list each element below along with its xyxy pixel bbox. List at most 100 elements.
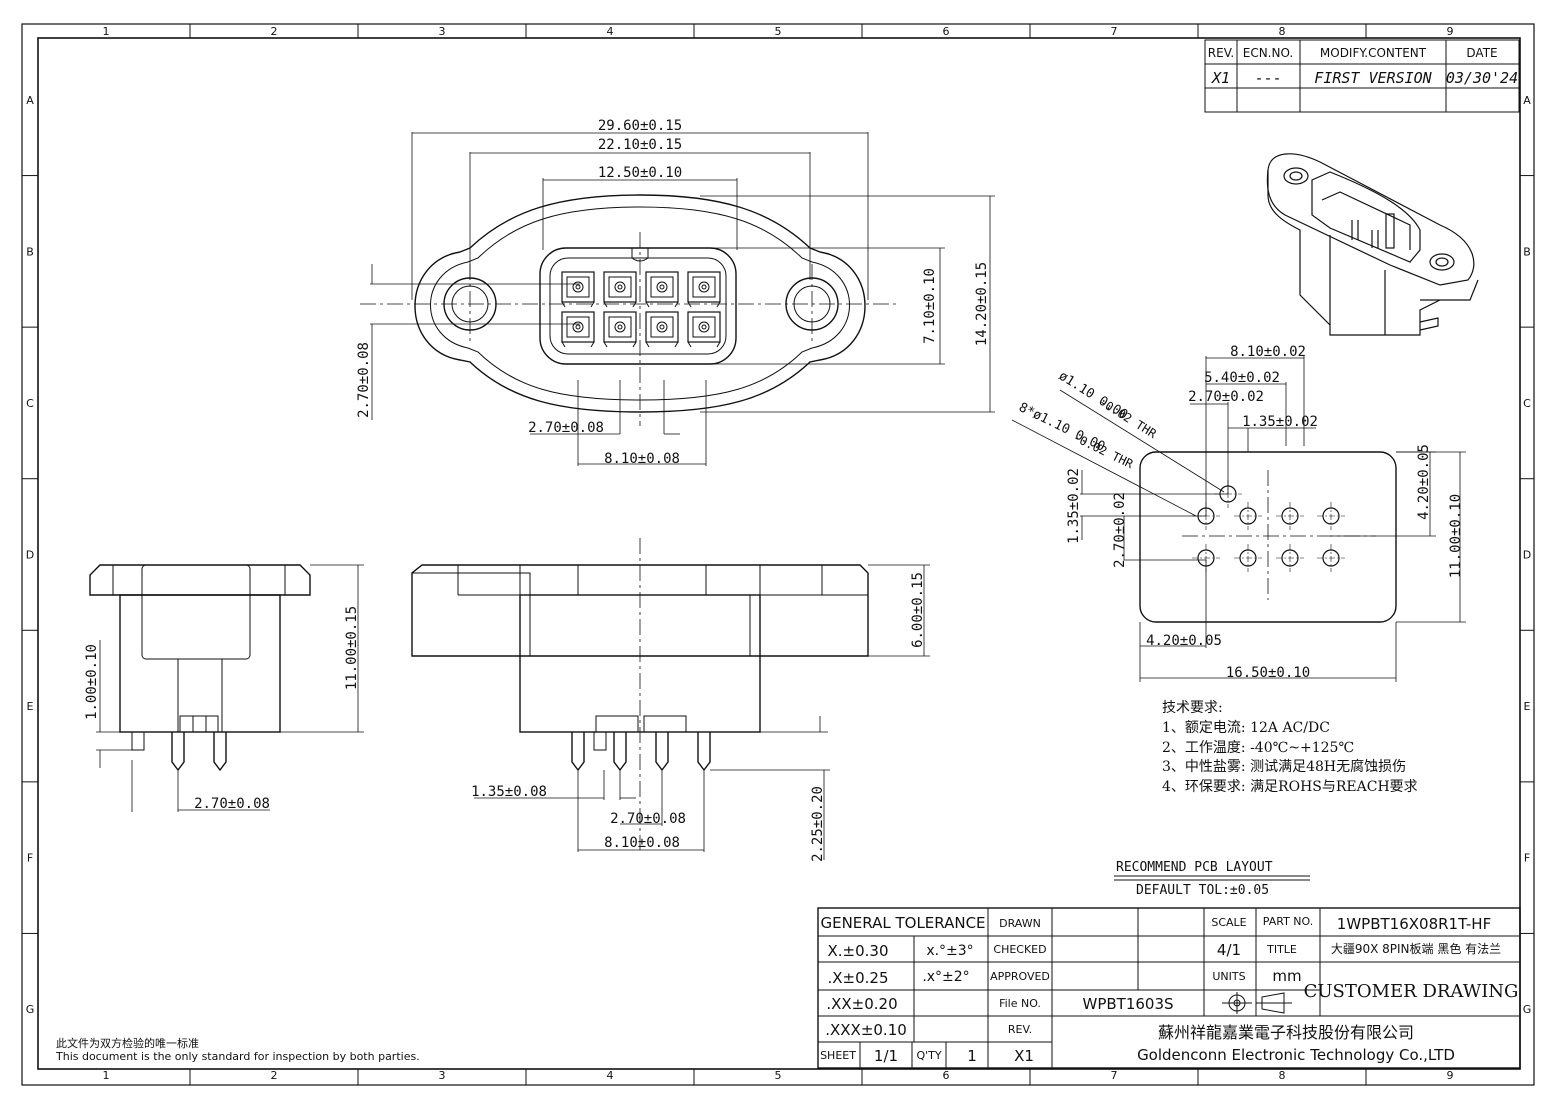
frame-row-label-right: B	[1523, 245, 1531, 258]
tb-approved-label: APPROVED	[990, 970, 1050, 983]
dim-pcb-4-20-bottom: 4.20±0.05	[1146, 633, 1222, 649]
dim-pcb-5-40: 5.40±0.02	[1204, 370, 1280, 386]
frame-column-label-bottom: 8	[1279, 1069, 1286, 1082]
frame-column-label-bottom: 4	[607, 1069, 614, 1082]
dim-pcb-16-50: 16.50±0.10	[1226, 665, 1310, 681]
dim-front-2-70-vertical: 2.70±0.08	[356, 342, 372, 418]
tb-drawn-label: DRAWN	[999, 917, 1041, 930]
front-view-pin-cavities	[561, 271, 721, 348]
pcb-layout-title: RECOMMEND PCB LAYOUT	[1116, 860, 1273, 875]
dim-front-22-10: 22.10±0.15	[598, 137, 682, 153]
rev-header-rev: REV.	[1208, 46, 1234, 60]
pin-cavity	[645, 271, 679, 308]
pcb-hole	[1317, 502, 1345, 530]
frame-zone-ticks	[22, 24, 1534, 1085]
frame-row-label-left: E	[27, 700, 34, 713]
front-view-dimension-lines	[370, 132, 995, 466]
pcb-hole	[1276, 502, 1304, 530]
dim-pcb-2-70-left: 2.70±0.02	[1112, 492, 1128, 568]
tech-requirement-2: 2、工作温度: -40℃~+125℃	[1162, 740, 1354, 756]
tb-scale-label: SCALE	[1211, 916, 1246, 929]
dim-pcb-11-00: 11.00±0.10	[1448, 494, 1464, 578]
frame-row-label-left: D	[26, 549, 34, 562]
footer-note-cn: 此文件为双方检验的唯一标准	[56, 1036, 199, 1050]
frame-row-label-right: F	[1524, 852, 1530, 865]
frame-column-label-top: 2	[271, 25, 278, 38]
pcb-hole	[1317, 544, 1345, 572]
dim-bottom-2-70: 2.70±0.08	[610, 811, 686, 827]
tb-tol-x: X.±0.30	[827, 942, 888, 960]
title-block-grid	[817, 907, 1521, 1069]
dim-side-11-00: 11.00±0.15	[344, 606, 360, 690]
tb-file-no-label: File NO.	[999, 997, 1041, 1010]
dim-bottom-2-25: 2.25±0.20	[810, 786, 826, 862]
tb-rev-label: REV.	[1008, 1023, 1032, 1036]
tb-units-label: UNITS	[1212, 970, 1245, 983]
dim-pcb-1-35-left: 1.35±0.02	[1066, 468, 1082, 544]
dim-pcb-2-70-top: 2.70±0.02	[1188, 389, 1264, 405]
pin-cavity	[687, 271, 721, 308]
tb-qty-label: Q'TY	[916, 1049, 941, 1062]
frame-column-label-top: 6	[943, 25, 950, 38]
revision-table	[1204, 39, 1520, 113]
front-view-centerlines	[360, 232, 900, 426]
tb-tol-xxx: .XX±0.20	[826, 995, 897, 1013]
frame-column-label-top: 1	[103, 25, 110, 38]
dim-bottom-8-10: 8.10±0.08	[604, 835, 680, 851]
pcb-hole	[1276, 544, 1304, 572]
tb-title: 大疆90X 8PIN板端 黑色 有法兰	[1331, 942, 1501, 956]
tb-angle-tol-2: .x°±2°	[922, 969, 969, 985]
dim-front-2-70-horizontal: 2.70±0.08	[528, 420, 604, 436]
pcb-layout-centerlines	[1182, 470, 1376, 600]
dim-side-1-00: 1.00±0.10	[84, 644, 100, 720]
dim-bottom-6-00: 6.00±0.15	[910, 572, 926, 648]
pin-cavity	[561, 311, 595, 348]
rev-value-date: 03/30'24	[1446, 69, 1518, 87]
projection-symbol-icon	[1222, 992, 1292, 1014]
tech-requirements-heading: 技术要求:	[1162, 700, 1223, 716]
frame-row-label-left: F	[27, 852, 33, 865]
pcb-hole	[1234, 502, 1262, 530]
frame-column-label-top: 4	[607, 25, 614, 38]
tb-checked-label: CHECKED	[993, 943, 1046, 956]
frame-column-label-bottom: 3	[439, 1069, 446, 1082]
frame-column-label-bottom: 9	[1447, 1069, 1454, 1082]
frame-row-label-right: D	[1523, 549, 1531, 562]
pcb-layout-outline	[1139, 451, 1397, 623]
frame-row-label-left: C	[26, 397, 34, 410]
pin-cavity	[603, 271, 637, 308]
bottom-view	[411, 564, 869, 772]
dim-pcb-4-20-right: 4.20±0.05	[1416, 444, 1432, 520]
tb-angle-tol-1: x.°±3°	[926, 943, 973, 959]
frame-row-label-right: E	[1524, 700, 1531, 713]
tb-qty: 1	[967, 1047, 977, 1065]
rev-header-date: DATE	[1466, 46, 1497, 60]
tb-general-tolerance: GENERAL TOLERANCE	[820, 914, 985, 932]
side-view	[89, 564, 311, 772]
dim-pcb-8-10: 8.10±0.02	[1230, 344, 1306, 360]
frame-column-label-bottom: 7	[1111, 1069, 1118, 1082]
rev-value-content: FIRST VERSION	[1314, 69, 1432, 87]
pcb-hole	[1234, 544, 1262, 572]
pin-cavity	[645, 311, 679, 348]
tb-rev: X1	[1014, 1047, 1034, 1065]
tb-file-no: WPBT1603S	[1082, 995, 1173, 1013]
frame-column-label-bottom: 6	[943, 1069, 950, 1082]
rev-header-content: MODIFY.CONTENT	[1320, 46, 1427, 60]
pin-cavity	[561, 271, 595, 308]
frame-row-label-right: A	[1523, 94, 1531, 107]
pin-cavity	[603, 311, 637, 348]
tb-company-en: Goldenconn Electronic Technology Co.,LTD	[1137, 1046, 1455, 1064]
bottom-view-dimension-lines	[474, 538, 930, 860]
frame-column-label-bottom: 1	[103, 1069, 110, 1082]
rev-header-ecn: ECN.NO.	[1243, 46, 1294, 60]
frame-row-label-right: G	[1523, 1003, 1532, 1016]
frame-row-label-left: G	[26, 1003, 35, 1016]
tb-part-no-label: PART NO.	[1263, 915, 1313, 928]
rev-value-ecn: ---	[1254, 69, 1281, 87]
tb-part-no: 1WPBT16X08R1T-HF	[1337, 915, 1491, 933]
frame-column-label-bottom: 2	[271, 1069, 278, 1082]
tech-requirement-4: 4、环保要求: 满足ROHS与REACH要求	[1162, 779, 1418, 795]
